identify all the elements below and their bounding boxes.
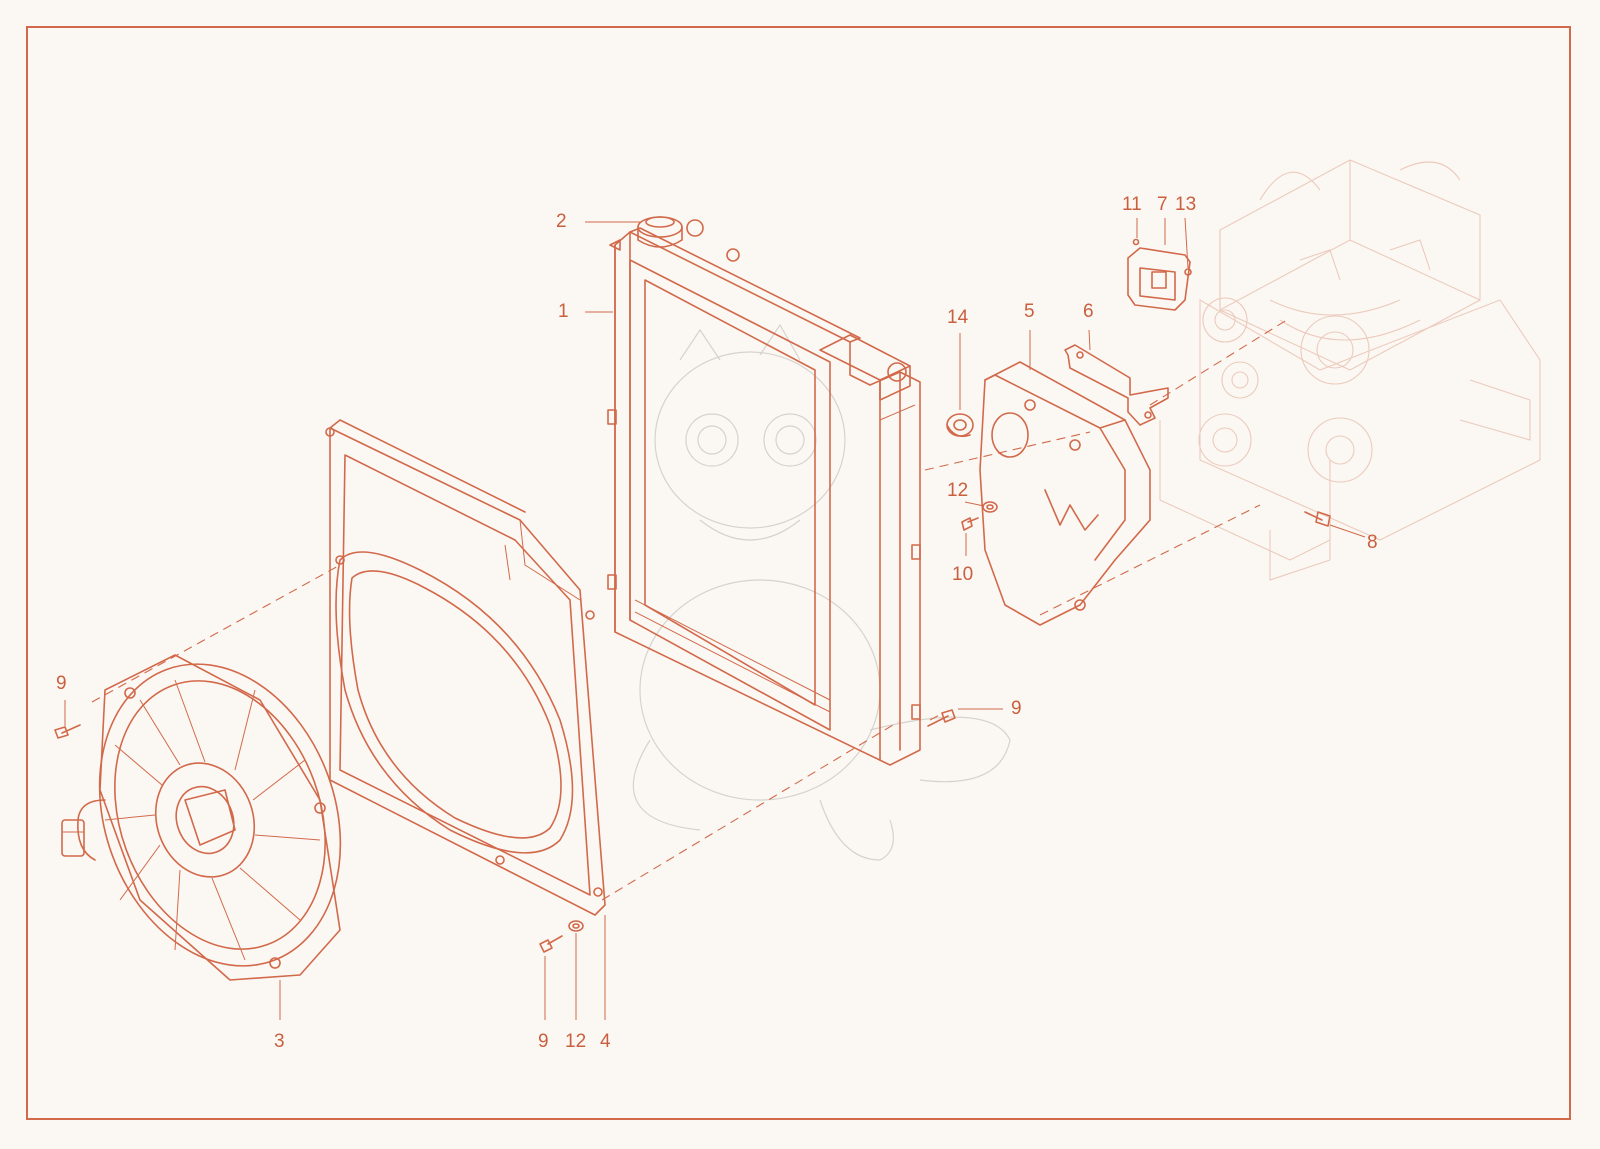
callout-9-shroud: 9: [538, 1031, 549, 1052]
radiator: [607, 219, 921, 766]
callout-2: 2: [556, 211, 567, 232]
assembly-lines: [91, 317, 1291, 901]
bolt: [927, 709, 956, 727]
grommet: [946, 413, 974, 438]
callout-3: 3: [274, 1031, 285, 1052]
callout-10: 10: [952, 564, 974, 585]
leader-lines: [64, 217, 1366, 1020]
callout-9-radiator: 9: [1011, 698, 1022, 719]
bracket: [1064, 344, 1169, 426]
callout-1: 1: [558, 301, 569, 322]
bolt: [54, 724, 81, 739]
relay-module: [1127, 238, 1192, 311]
washer: [982, 501, 998, 513]
bolt: [1304, 511, 1331, 527]
callout-12-cover: 12: [947, 480, 969, 501]
callout-6: 6: [1083, 301, 1094, 322]
callout-12-shroud: 12: [565, 1031, 587, 1052]
fan-assembly: [61, 654, 342, 981]
engine-icon: [1159, 159, 1541, 581]
engine-cover: [979, 361, 1151, 626]
screw: [961, 517, 979, 531]
fan-shroud: [325, 419, 606, 916]
callout-5: 5: [1024, 301, 1035, 322]
callout-4: 4: [600, 1031, 611, 1052]
mascot-watermark: [632, 323, 1011, 861]
callout-9-fan: 9: [56, 673, 67, 694]
callout-11: 11: [1122, 194, 1142, 215]
bolt: [539, 935, 563, 953]
hardware: [54, 413, 1331, 953]
callout-8: 8: [1367, 532, 1378, 553]
callout-14: 14: [947, 307, 969, 328]
washer: [568, 920, 584, 932]
radiator-cap: [637, 216, 683, 248]
diagram-frame: [26, 26, 1571, 1120]
callout-7: 7: [1157, 194, 1168, 215]
callout-13: 13: [1175, 194, 1197, 215]
brand-logo: [1044, 489, 1099, 531]
